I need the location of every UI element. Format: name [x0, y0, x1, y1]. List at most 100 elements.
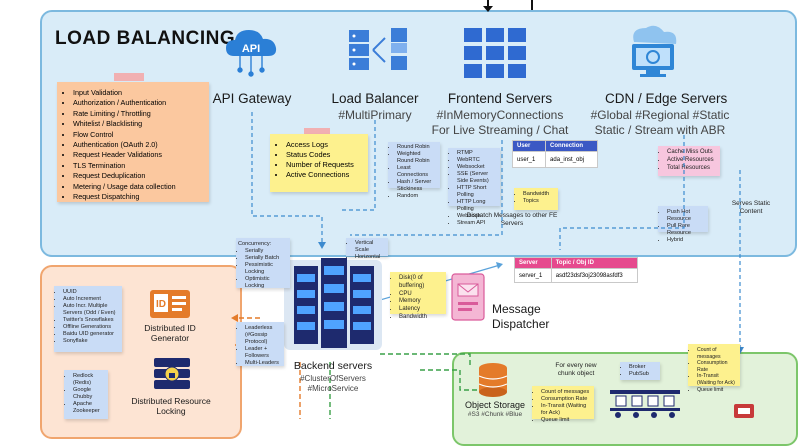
protocol-item: HTTP Long Polling	[457, 199, 498, 213]
lb-algorithms-note: Round RobinWeighted Round RobinLeast Con…	[388, 142, 440, 199]
dispatcher-cell-topic: asdf23dsf3oj23098asfdf3	[550, 268, 639, 283]
api-gateway-label: API Gateway	[212, 91, 292, 106]
backend-stat-item: Bandwidth	[399, 314, 444, 322]
serves-static-text: Serves Static Content	[731, 200, 771, 215]
id-method-item: Baidu UID generator	[63, 331, 120, 338]
queue-metric-item: Count of messages	[541, 389, 592, 396]
load-balancer-tag: #MultiPrimary	[338, 108, 412, 122]
lb-algorithm-item: Weighted Round Robin	[397, 151, 438, 165]
scale-item: Vertical Scale	[355, 240, 386, 254]
queue-right-metric-item: Queue limit	[697, 387, 738, 394]
consumer-icon	[734, 404, 754, 418]
lb-algorithm-item: Least Connections	[397, 165, 438, 179]
locking-note: Redlock (Redis)Google ChubbyApache Zooke…	[64, 370, 108, 419]
backend-servers-icon	[284, 258, 382, 350]
scale-note: Vertical ScaleHorizontal	[346, 238, 388, 260]
gateway-feature-item: Metering / Usage data collection	[73, 182, 205, 192]
fe-extras-note: BandwidthTopics	[514, 188, 558, 210]
frontend-protocols-list: RTMPWebRTCWebsocketSSE (Server Side Even…	[450, 150, 498, 227]
cdn-label: CDN / Edge Servers	[605, 91, 728, 106]
server-lock-icon	[154, 358, 190, 389]
gateway-feature-item: Request Header Validations	[73, 150, 205, 160]
protocol-item: SSE (Server Side Events)	[457, 171, 498, 185]
distributed-id-list: UUIDAuto IncrementAuto Incr. Multiple Se…	[56, 289, 120, 345]
id-method-item: Auto Increment	[63, 296, 120, 303]
queue-metric-item: Consumption Rate	[541, 396, 592, 403]
queue-right-metric-item: Count of messages	[697, 347, 738, 360]
backend-stat-item: Memory	[399, 298, 444, 306]
load-balancer-label: Load Balancer	[331, 91, 419, 106]
id-method-item: Sonyflake	[63, 338, 120, 345]
lock-method-item: Apache Zookeeper	[73, 401, 106, 415]
concurrency-item: Serially	[245, 248, 288, 255]
cloud-api-icon: API	[226, 30, 277, 77]
message-queue-icon	[610, 390, 680, 418]
concurrency-note: Concurrency: SeriallySerially BatchPessi…	[236, 238, 290, 290]
backend-stat-item: Disk(0 of buffering)	[399, 275, 444, 291]
svg-text:ID: ID	[156, 299, 166, 310]
lb-algorithms-list: Round RobinWeighted Round RobinLeast Con…	[390, 144, 438, 200]
page-title: LOAD BALANCING	[55, 28, 236, 49]
id-card-icon: ID	[150, 290, 190, 318]
fe-extra-item: Bandwidth	[523, 191, 556, 198]
lb-metric-item: Access Logs	[286, 140, 364, 150]
queue-right-metrics-note: Count of messagesConsumption RateIn-Tran…	[688, 344, 740, 393]
tape-decoration	[114, 73, 144, 81]
frontend-servers-label: Frontend Servers	[447, 91, 553, 106]
scale-item: Horizontal	[355, 254, 386, 261]
dispatcher-header-topic: Topic / Obj ID	[550, 257, 639, 269]
queue-metric-item: In-Transit (Waiting for Ack)	[541, 403, 592, 417]
protocol-item: Stream API	[457, 220, 498, 227]
concurrency-list: SeriallySerially BatchPessimistic Lockin…	[238, 248, 288, 290]
id-method-item: UUID	[63, 289, 120, 296]
gateway-feature-item: Authorization / Authentication	[73, 98, 205, 108]
queue-right-metric-item: In-Transit (Waiting for Ack)	[697, 373, 738, 386]
frontend-servers-icon	[464, 28, 526, 78]
id-method-item: Twitter's Snowflakes	[63, 317, 120, 324]
lb-algorithm-item: Random	[397, 193, 438, 200]
concurrency-item: Optimistic Locking	[245, 276, 288, 290]
cdn-tag-abr: Static / Stream with ABR	[594, 123, 726, 137]
backend-tag-microservice: #MicroService	[307, 384, 359, 393]
queue-right-metrics-list: Count of messagesConsumption RateIn-Tran…	[690, 347, 738, 393]
cdn-resource-item: Hybrid	[667, 237, 706, 244]
frontend-protocols-note: RTMPWebRTCWebsocketSSE (Server Side Even…	[448, 148, 500, 226]
lb-metric-item: Status Codes	[286, 150, 364, 160]
frontend-tag-inmemory: #InMemoryConnections	[436, 108, 564, 122]
leader-item: Leader + Followers	[245, 346, 282, 360]
connection-table: User Connection user_1 ada_inst_obj	[511, 140, 598, 168]
distributed-id-label: Distributed ID Generator	[144, 323, 196, 343]
protocol-item: Websocket	[457, 164, 498, 171]
cdn-resource-item: Push Hot Resource	[667, 209, 706, 223]
lock-method-item: Google Chubby	[73, 387, 106, 401]
cdn-metrics-list: Cache Miss OutsActive ResourcesTotal Res…	[660, 149, 718, 172]
cdn-resources-list: Push Hot ResourcePull Rare ResourceHybri…	[660, 209, 706, 244]
broker-note: BrokerPubSub	[620, 362, 660, 380]
dispatcher-cell-server: server_1	[514, 268, 552, 283]
conn-cell-connection: ada_inst_obj	[545, 151, 598, 168]
frontend-tag-streaming: For Live Streaming / Chat	[431, 123, 569, 137]
broker-item: PubSub	[629, 371, 658, 378]
dispatch-messages-text: Dispatch Messages to other FE Servers	[466, 212, 558, 227]
gateway-features-note: Input ValidationAuthorization / Authenti…	[57, 82, 209, 202]
connectors	[231, 112, 744, 419]
api-icon-text: API	[242, 43, 260, 55]
scale-list: Vertical ScaleHorizontal	[348, 240, 386, 261]
backend-stats-note: Disk(0 of buffering)CPUMemoryLatencyBand…	[390, 272, 446, 320]
locking-label: Distributed Resource Locking	[131, 396, 211, 416]
lb-metrics-note: Access LogsStatus CodesNumber of Request…	[270, 134, 368, 192]
backend-stat-item: Latency	[399, 306, 444, 314]
lock-method-item: Redlock (Redis)	[73, 373, 106, 387]
backend-stat-item: CPU	[399, 291, 444, 299]
cdn-metric-item: Total Resources	[667, 165, 718, 173]
distributed-id-note: UUIDAuto IncrementAuto Incr. Multiple Se…	[54, 286, 122, 352]
broker-list: BrokerPubSub	[622, 364, 658, 378]
backend-tag-cluster: #ClusterOfServers	[300, 374, 366, 383]
load-balancer-icon	[349, 28, 407, 70]
id-method-item: Offline Generations	[63, 324, 120, 331]
leaders-note: Leaderless (#Gossip Protocol)Leader + Fo…	[236, 322, 284, 366]
object-storage-tag: #S3 #Chunk #Blue	[467, 411, 523, 418]
gateway-feature-item: Flow Control	[73, 130, 205, 140]
queue-right-metric-item: Consumption Rate	[697, 360, 738, 373]
message-dispatcher-label: Message Dispatcher	[492, 302, 550, 331]
